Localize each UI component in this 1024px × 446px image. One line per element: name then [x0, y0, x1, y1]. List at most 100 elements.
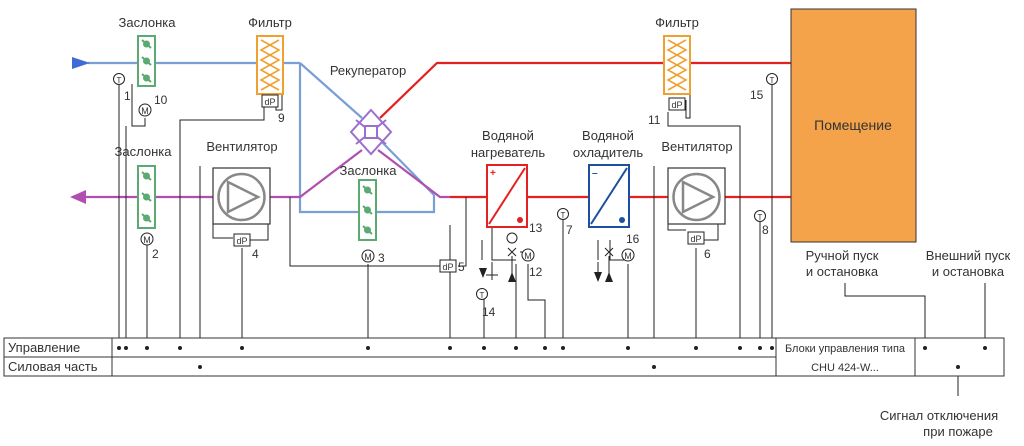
- cooler-flow-arrow-down: [594, 272, 602, 282]
- filter-right: [663, 35, 691, 95]
- wire-fan-6: [653, 166, 719, 372]
- damper-bypass-label: Заслонка: [340, 163, 398, 178]
- bus-dot: [626, 346, 630, 350]
- bus-dot: [514, 346, 518, 350]
- pressure-switch-6: [687, 231, 705, 245]
- symbol-t-1: T: [117, 76, 122, 85]
- bus-dot: [652, 365, 656, 369]
- symbol-t-7: T: [561, 211, 566, 220]
- number-16: 16: [626, 232, 640, 246]
- filter-right-label: Фильтр: [655, 15, 699, 30]
- pressure-switch-9: [261, 94, 279, 108]
- number-13: 13: [529, 221, 543, 235]
- symbol-dp-4: dP: [236, 236, 247, 246]
- motor-16: [621, 248, 635, 262]
- pressure-switch-11: [668, 97, 686, 111]
- bus-dot: [366, 346, 370, 350]
- heater-valve: [486, 232, 524, 280]
- wire-damper-10: [125, 84, 146, 350]
- cooler-label-line1: Водяной: [582, 128, 634, 143]
- bus-dot: [770, 346, 774, 350]
- heater-flow-arrow-down: [479, 268, 487, 278]
- fan-right: [667, 167, 726, 225]
- exhaust-air-arrow: [70, 190, 86, 204]
- temperature-sensor-14: [476, 288, 488, 300]
- number-15: 15: [750, 88, 764, 102]
- filter-left-label: Фильтр: [248, 15, 292, 30]
- cooler-minus-sign: –: [592, 168, 598, 179]
- wire-cooler: [597, 240, 629, 350]
- number-5: 5: [458, 260, 465, 274]
- temperature-sensor-15: [766, 73, 778, 85]
- pressure-switch-5: [439, 259, 457, 273]
- temperature-sensor-7: [557, 208, 569, 220]
- bus-dot: [198, 365, 202, 369]
- bus-dot: [983, 346, 987, 350]
- motor-10: [138, 103, 152, 117]
- symbol-t-15: T: [770, 76, 775, 85]
- damper-mid: [137, 165, 156, 229]
- temperature-sensor-1: [113, 73, 125, 85]
- external-start-line2: и остановка: [932, 264, 1005, 279]
- number-2: 2: [152, 247, 159, 261]
- heater-flow-arrow-up: [508, 272, 516, 282]
- pressure-switch-4: [233, 233, 251, 247]
- bus-dot: [738, 346, 742, 350]
- recuperator-label: Рекуператор: [330, 63, 406, 78]
- number-6: 6: [704, 247, 711, 261]
- bus-dot: [178, 346, 182, 350]
- symbol-dp-5: dP: [442, 262, 453, 272]
- number-4: 4: [252, 247, 259, 261]
- number-12: 12: [529, 265, 543, 279]
- recuperator: [349, 108, 393, 156]
- fan-left-label: Вентилятор: [206, 139, 277, 154]
- power-row-label: Силовая часть: [8, 359, 98, 374]
- motor-2: [140, 232, 154, 246]
- filter-left: [256, 35, 284, 95]
- outdoor-to-recuperator-duct: [299, 62, 363, 119]
- room-label: Помещение: [814, 117, 892, 133]
- bus-dot: [482, 346, 486, 350]
- symbol-m-2: M: [143, 235, 151, 245]
- wire-manual-start: [844, 283, 926, 350]
- symbol-t-14: T: [480, 291, 485, 300]
- symbol-dp-6: dP: [690, 234, 701, 244]
- outdoor-air-arrow: [72, 57, 90, 69]
- cooler-valve: [597, 247, 614, 280]
- bus-dot: [694, 346, 698, 350]
- heater-label-line1: Водяной: [482, 128, 534, 143]
- number-8: 8: [762, 223, 769, 237]
- number-7: 7: [566, 223, 573, 237]
- fire-signal-line1: Сигнал отключения: [880, 408, 998, 423]
- control-row-label: Управление: [8, 340, 80, 355]
- fan-right-label: Вентилятор: [661, 139, 732, 154]
- motor-3: [361, 249, 375, 263]
- symbol-m-3: M: [364, 252, 372, 262]
- bus-dot: [448, 346, 452, 350]
- symbol-m-10: M: [141, 106, 149, 116]
- water-heater: [486, 164, 528, 228]
- bus-dot: [543, 346, 547, 350]
- bus-dot: [561, 346, 565, 350]
- wire-fan-4: [199, 166, 269, 372]
- room-box: [790, 8, 917, 243]
- damper-mid-label: Заслонка: [115, 144, 173, 159]
- symbol-m-12: M: [524, 251, 532, 261]
- symbol-t-8: T: [758, 213, 763, 222]
- bus-dot: [758, 346, 762, 350]
- damper-bypass: [358, 179, 377, 241]
- bus-dot: [956, 365, 960, 369]
- bus-dot: [124, 346, 128, 350]
- bus-dot: [240, 346, 244, 350]
- heater-label-line2: нагреватель: [471, 145, 546, 160]
- water-cooler: [588, 164, 630, 228]
- cooler-flow-arrow-up: [605, 272, 613, 282]
- bus-dot: [117, 346, 121, 350]
- number-11: 11: [648, 113, 661, 127]
- manual-start-line2: и остановка: [806, 264, 879, 279]
- supply-air-duct-top: [379, 61, 796, 119]
- manual-start-line1: Ручной пуск: [806, 248, 879, 263]
- temperature-sensor-8: [754, 210, 766, 222]
- heater-plus-sign: +: [490, 168, 496, 179]
